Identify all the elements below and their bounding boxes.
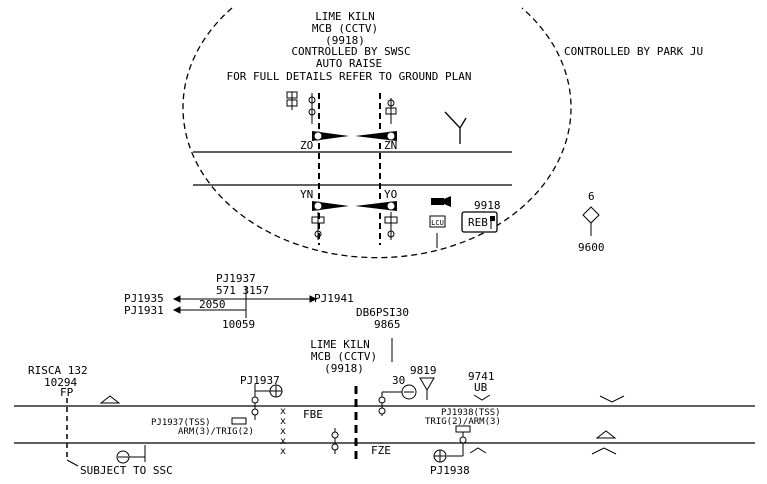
- marker-9819-label: 9819: [410, 364, 437, 377]
- diamond-marker-icon: [582, 206, 600, 224]
- up-v-marker-right: [591, 447, 617, 455]
- risca-number: 10294: [44, 376, 77, 389]
- reb-box: [461, 211, 498, 233]
- points-signal-pj1937: PJ1937: [216, 272, 256, 285]
- reb-flag-icon: [490, 216, 495, 229]
- upper-left-lights-icon: [286, 91, 316, 124]
- speed-board-icon: [378, 384, 417, 416]
- marker-9819-triangle-icon: [419, 377, 435, 391]
- signal-pj1938-icon: [433, 432, 467, 463]
- marker-9741-v-icon: [473, 394, 491, 401]
- cctv-camera-icon: [431, 196, 451, 207]
- crossing-x-marker: x: [280, 416, 286, 427]
- fze-lights-icon: [331, 428, 339, 454]
- points-arrows: [172, 286, 318, 318]
- up-triangle-marker-right: [595, 430, 617, 439]
- reb-label: REB: [468, 216, 488, 229]
- marker-9741-number: 9741: [468, 370, 495, 383]
- track-circuit-fbe: FBE: [303, 408, 323, 421]
- speed-30-label: 30: [392, 374, 405, 387]
- subject-ssc-leader: [66, 459, 79, 467]
- lcu-box: [429, 215, 446, 228]
- points-left-lower: PJ1931: [124, 304, 164, 317]
- marker-9600-label: 9600: [578, 241, 605, 254]
- lower-left-lights-icon: [311, 212, 325, 240]
- reb-number: 9918: [474, 199, 501, 212]
- up-triangle-marker-left: [99, 395, 121, 404]
- pj1938-tss-label: PJ1938(TSS): [441, 408, 501, 418]
- points-left-upper: PJ1935: [124, 292, 164, 305]
- barrier-label-yo: YO: [384, 188, 397, 201]
- marker-9741-label: UB: [474, 381, 488, 394]
- crossing-number: (9918): [325, 34, 365, 47]
- auto-raise-label: AUTO RAISE: [316, 57, 382, 70]
- lower-crossing-number: (9918): [324, 362, 364, 375]
- ground-plan-reference: FOR FULL DETAILS REFER TO GROUND PLAN: [226, 70, 471, 83]
- tss-left-box: [231, 417, 247, 425]
- controlled-by-park-junction-label: CONTROLLED BY PARK JU: [564, 45, 703, 58]
- up-v-marker-mid: [469, 447, 487, 454]
- lower-crossing-name: LIME KILN: [310, 338, 370, 351]
- risca-name: RISCA 132: [28, 364, 88, 377]
- crossing-x-marker: x: [280, 446, 286, 457]
- db6-number: 9865: [374, 318, 401, 331]
- barrier-label-zn: ZN: [384, 139, 397, 152]
- crossing-type: MCB (CCTV): [312, 22, 378, 35]
- upper-barrier-pair: [312, 131, 397, 141]
- aerial-icon: [444, 111, 467, 144]
- marker-6-label: 6: [588, 190, 595, 203]
- barrier-label-zo: ZO: [300, 139, 313, 152]
- barrier-label-yn: YN: [300, 188, 313, 201]
- points-center: 2050: [199, 298, 226, 311]
- points-values: 571 3157: [216, 284, 269, 297]
- down-v-marker-right: [599, 395, 625, 403]
- db6-name: DB6PSI30: [356, 306, 409, 319]
- tss-right-box: [455, 425, 471, 433]
- lower-crossing-type: MCB (CCTV): [311, 350, 377, 363]
- trig-arm-right-label: TRIG(2)/ARM(3): [425, 417, 501, 427]
- ssc-board-icon: [116, 445, 146, 464]
- track-circuit-fze: FZE: [371, 444, 391, 457]
- points-right: PJ1941: [314, 292, 354, 305]
- upper-right-lights-icon: [385, 98, 397, 124]
- points-below: 10059: [222, 318, 255, 331]
- crossing-x-markers: x: [280, 406, 286, 417]
- signal-pj1938-label: PJ1938: [430, 464, 470, 477]
- crossing-boundary-dashed-circle: [182, 7, 572, 259]
- pj1937-tss-label: PJ1937(TSS): [151, 418, 211, 428]
- lower-barrier-pair: [312, 201, 397, 211]
- lcu-label: LCU: [431, 219, 444, 227]
- crossing-name: LIME KILN: [315, 10, 375, 23]
- risca-fp: FP: [60, 386, 74, 399]
- signal-pj1937-label: PJ1937: [240, 374, 280, 387]
- controlled-by-swsc-label: CONTROLLED BY SWSC: [291, 45, 410, 58]
- crossing-x-marker: x: [280, 426, 286, 437]
- crossing-x-marker: x: [280, 436, 286, 447]
- subject-to-ssc-label: SUBJECT TO SSC: [80, 464, 173, 477]
- arm-trig-left-label: ARM(3)/TRIG(2): [178, 427, 254, 437]
- lower-right-lights-icon: [384, 212, 398, 240]
- signal-pj1937-icon: [251, 384, 283, 420]
